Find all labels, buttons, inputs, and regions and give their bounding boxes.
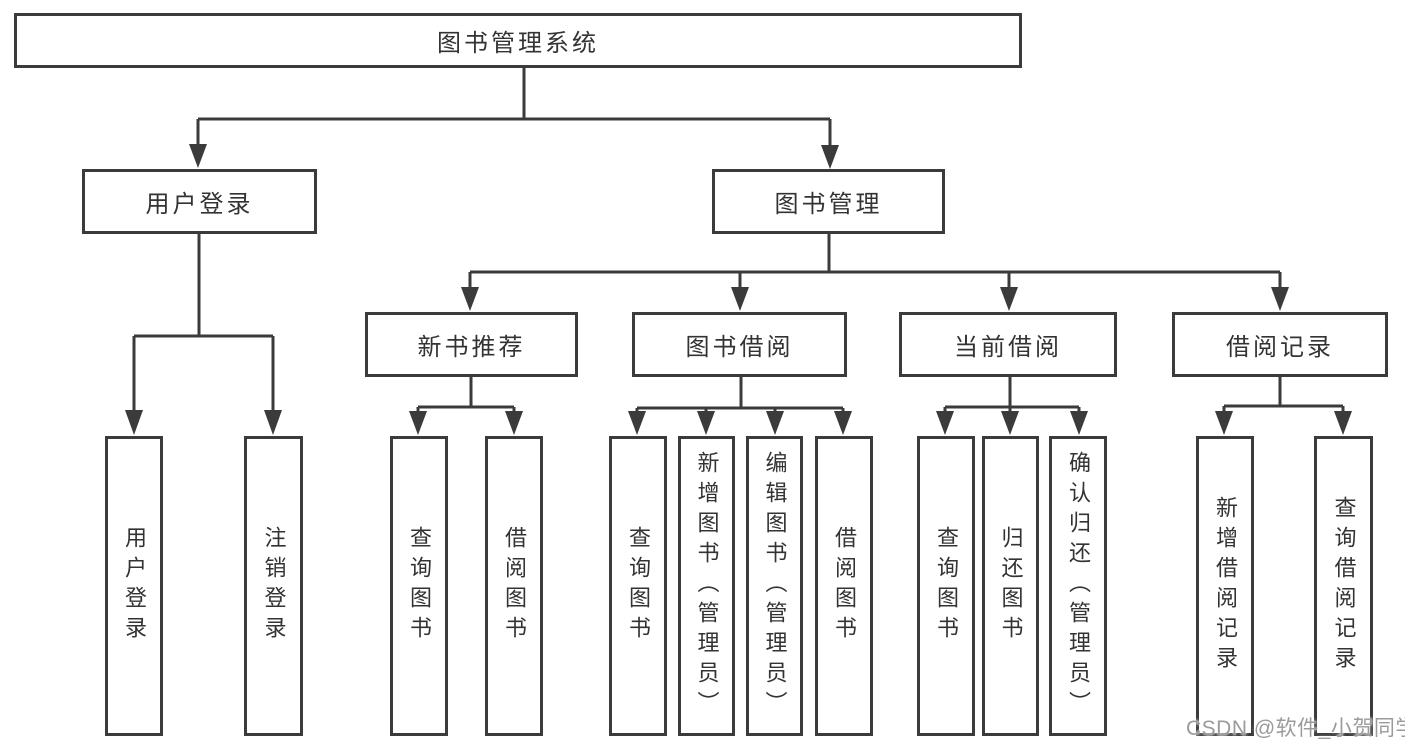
leaf-query-books-current: 查询图书 (917, 436, 975, 736)
node-book-borrow: 图书借阅 (632, 312, 847, 377)
leaf-label: 注销登录 (261, 526, 287, 646)
node-root: 图书管理系统 (14, 13, 1022, 68)
node-book-management: 图书管理 (712, 169, 945, 234)
leaf-edit-book-admin: 编辑图书（管理员） (746, 436, 803, 736)
leaf-label: 用户登录 (122, 526, 147, 646)
watermark: CSDN @软件_小贺同学 (1186, 717, 1405, 740)
leaf-label: 确认归还（管理员） (1066, 451, 1091, 721)
leaf-query-borrow-record: 查询借阅记录 (1314, 436, 1373, 736)
connector-book-management-to-level2 (461, 233, 1289, 311)
leaf-label: 查询图书 (626, 526, 651, 646)
leaf-return-book: 归还图书 (982, 436, 1039, 736)
leaf-label: 借阅图书 (832, 526, 857, 646)
leaf-label: 归还图书 (998, 526, 1024, 646)
leaf-query-books-borrow: 查询图书 (609, 436, 667, 736)
connector-new-book-recommend-to-leaves (409, 377, 523, 435)
leaf-label: 查询借阅记录 (1331, 496, 1357, 676)
node-new-book-recommend: 新书推荐 (365, 312, 578, 377)
leaf-add-borrow-record: 新增借阅记录 (1196, 436, 1254, 736)
leaf-add-book-admin: 新增图书（管理员） (678, 436, 735, 736)
node-current-borrow: 当前借阅 (899, 312, 1117, 377)
leaf-borrow-books-recommend: 借阅图书 (485, 436, 543, 736)
leaf-label: 新增借阅记录 (1213, 496, 1238, 676)
node-user-login: 用户登录 (82, 169, 317, 234)
leaf-logout: 注销登录 (244, 436, 303, 736)
connector-current-borrow-to-leaves (936, 377, 1088, 435)
leaf-label: 查询图书 (934, 526, 959, 646)
leaf-label: 借阅图书 (502, 526, 527, 646)
connector-root-to-level1 (189, 68, 839, 169)
leaf-label: 查询图书 (407, 526, 432, 646)
leaf-user-login: 用户登录 (105, 436, 163, 736)
connector-user-login-to-leaves (125, 233, 282, 435)
leaf-label: 新增图书（管理员） (694, 451, 720, 721)
connector-book-borrow-to-leaves (628, 377, 852, 435)
node-borrow-records: 借阅记录 (1172, 312, 1388, 377)
leaf-confirm-return-admin: 确认归还（管理员） (1049, 436, 1107, 736)
leaf-borrow-books: 借阅图书 (815, 436, 873, 736)
connector-borrow-records-to-leaves (1215, 377, 1352, 435)
leaf-label: 编辑图书（管理员） (762, 451, 788, 721)
leaf-query-books-recommend: 查询图书 (390, 436, 448, 736)
